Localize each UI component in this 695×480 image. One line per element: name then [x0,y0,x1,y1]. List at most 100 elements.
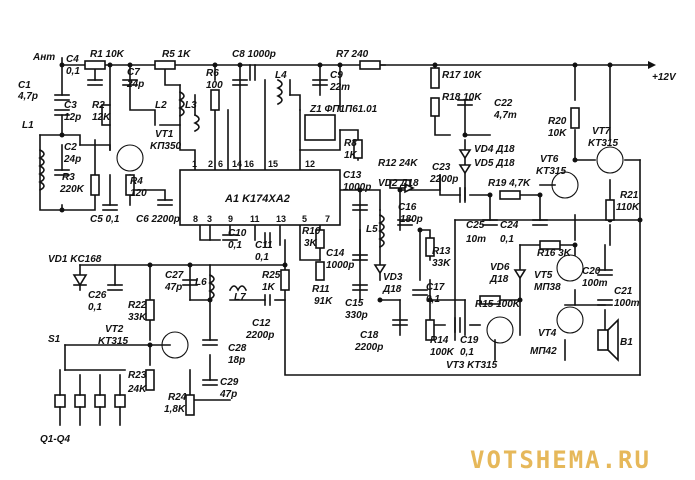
svg-text:C20: C20 [582,266,601,277]
resistor-r10 [315,229,325,249]
svg-text:C13: C13 [343,170,362,181]
svg-text:C29: C29 [220,377,239,388]
crystal-bank [54,369,126,426]
inductors [38,78,385,301]
resistor-r6 [210,89,220,111]
svg-text:33K: 33K [128,312,147,323]
svg-text:VD1 KC168: VD1 KC168 [48,254,102,265]
svg-text:R7 240: R7 240 [336,49,369,60]
svg-text:VT2: VT2 [105,324,124,335]
svg-text:11: 11 [250,214,260,224]
svg-text:C11: C11 [255,240,273,251]
svg-text:2200p: 2200p [429,174,458,185]
svg-text:KT315: KT315 [588,138,618,149]
speaker-cone [607,318,619,362]
svg-text:C17: C17 [426,282,445,293]
svg-text:VD6: VD6 [490,262,510,273]
speaker-b1 [597,329,609,351]
svg-text:24p: 24p [126,79,144,90]
svg-text:S1: S1 [48,334,61,345]
svg-text:C25: C25 [466,220,485,231]
svg-text:R4: R4 [130,176,143,187]
resistor-r20 [570,107,580,129]
svg-text:R5 1K: R5 1K [162,49,191,60]
resistor-r19 [499,190,521,200]
svg-text:C24: C24 [500,220,519,231]
svg-text:1000p: 1000p [326,260,354,271]
label-supply: +12V [652,72,677,83]
svg-text:6: 6 [218,159,223,169]
svg-text:L5: L5 [366,224,378,235]
svg-text:B1: B1 [620,337,633,348]
svg-text:12p: 12p [64,112,81,123]
svg-text:KT315: KT315 [536,166,566,177]
svg-text:R15 100K: R15 100K [475,299,521,310]
svg-text:VT6: VT6 [540,154,559,165]
svg-text:C7: C7 [127,67,140,78]
svg-text:C14: C14 [326,248,345,259]
chip-a1 [179,169,341,226]
svg-text:Д18: Д18 [382,284,402,295]
svg-text:R17 10K: R17 10K [442,70,482,81]
svg-text:4,7p: 4,7p [17,91,38,102]
svg-text:C21: C21 [614,286,633,297]
svg-text:C22: C22 [494,98,513,109]
svg-text:2200p: 2200p [354,342,383,353]
svg-text:L7: L7 [234,292,246,303]
resistor-r1 [84,60,106,70]
svg-text:8: 8 [193,214,198,224]
svg-text:C8 1000p: C8 1000p [232,49,276,60]
svg-text:3: 3 [207,214,212,224]
svg-text:110K: 110K [616,202,640,213]
resistor-r21 [605,199,615,221]
svg-text:18p: 18p [228,355,245,366]
resistor-r15 [479,295,501,305]
svg-text:3K: 3K [304,238,318,249]
resistor-r22 [145,299,155,321]
svg-text:R22: R22 [128,300,147,311]
svg-text:15: 15 [268,159,278,169]
svg-text:KT315: KT315 [98,336,128,347]
svg-text:VD3: VD3 [383,272,403,283]
svg-text:1,8K: 1,8K [164,404,186,415]
svg-text:R21: R21 [620,190,639,201]
svg-text:C1: C1 [18,80,31,91]
svg-text:220K: 220K [59,184,85,195]
svg-text:L3: L3 [185,100,197,111]
svg-text:R19 4,7K: R19 4,7K [488,178,531,189]
svg-text:13: 13 [276,214,286,224]
resistor-r14 [425,319,435,341]
resistor-r25 [280,269,290,291]
resistor-r3 [90,174,100,196]
svg-text:0,1: 0,1 [88,302,102,313]
resistor-r8 [353,139,363,159]
svg-text:12K: 12K [92,112,111,123]
resistor-r7 [359,60,381,70]
svg-text:C15: C15 [345,298,364,309]
svg-text:C16: C16 [398,202,417,213]
svg-text:L6: L6 [195,277,207,288]
resistor-r5 [154,60,176,70]
svg-text:L4: L4 [275,70,287,81]
watermark-text: VOTSHEMA.RU [470,446,651,474]
svg-text:C28: C28 [228,343,247,354]
svg-text:C10: C10 [228,228,247,239]
svg-text:R10: R10 [302,226,321,237]
svg-text:C6 2200p: C6 2200p [136,214,180,225]
svg-text:Д18: Д18 [489,274,509,285]
svg-text:VD5 Д18: VD5 Д18 [474,158,515,169]
svg-text:Q1-Q4: Q1-Q4 [40,434,70,445]
chip-pin-labels: 1 2 6 14 15 16 12 8 3 9 11 13 5 7 [192,159,330,224]
svg-text:10K: 10K [548,128,567,139]
svg-text:1K: 1K [262,282,276,293]
svg-text:МП38: МП38 [534,282,561,293]
resistor-r24 [185,394,195,416]
svg-text:100K: 100K [430,347,455,358]
svg-text:R25: R25 [262,270,281,281]
filter-z1 [304,114,336,141]
svg-text:C18: C18 [360,330,379,341]
svg-text:1000p: 1000p [343,182,371,193]
resistor-r4 [125,174,135,196]
